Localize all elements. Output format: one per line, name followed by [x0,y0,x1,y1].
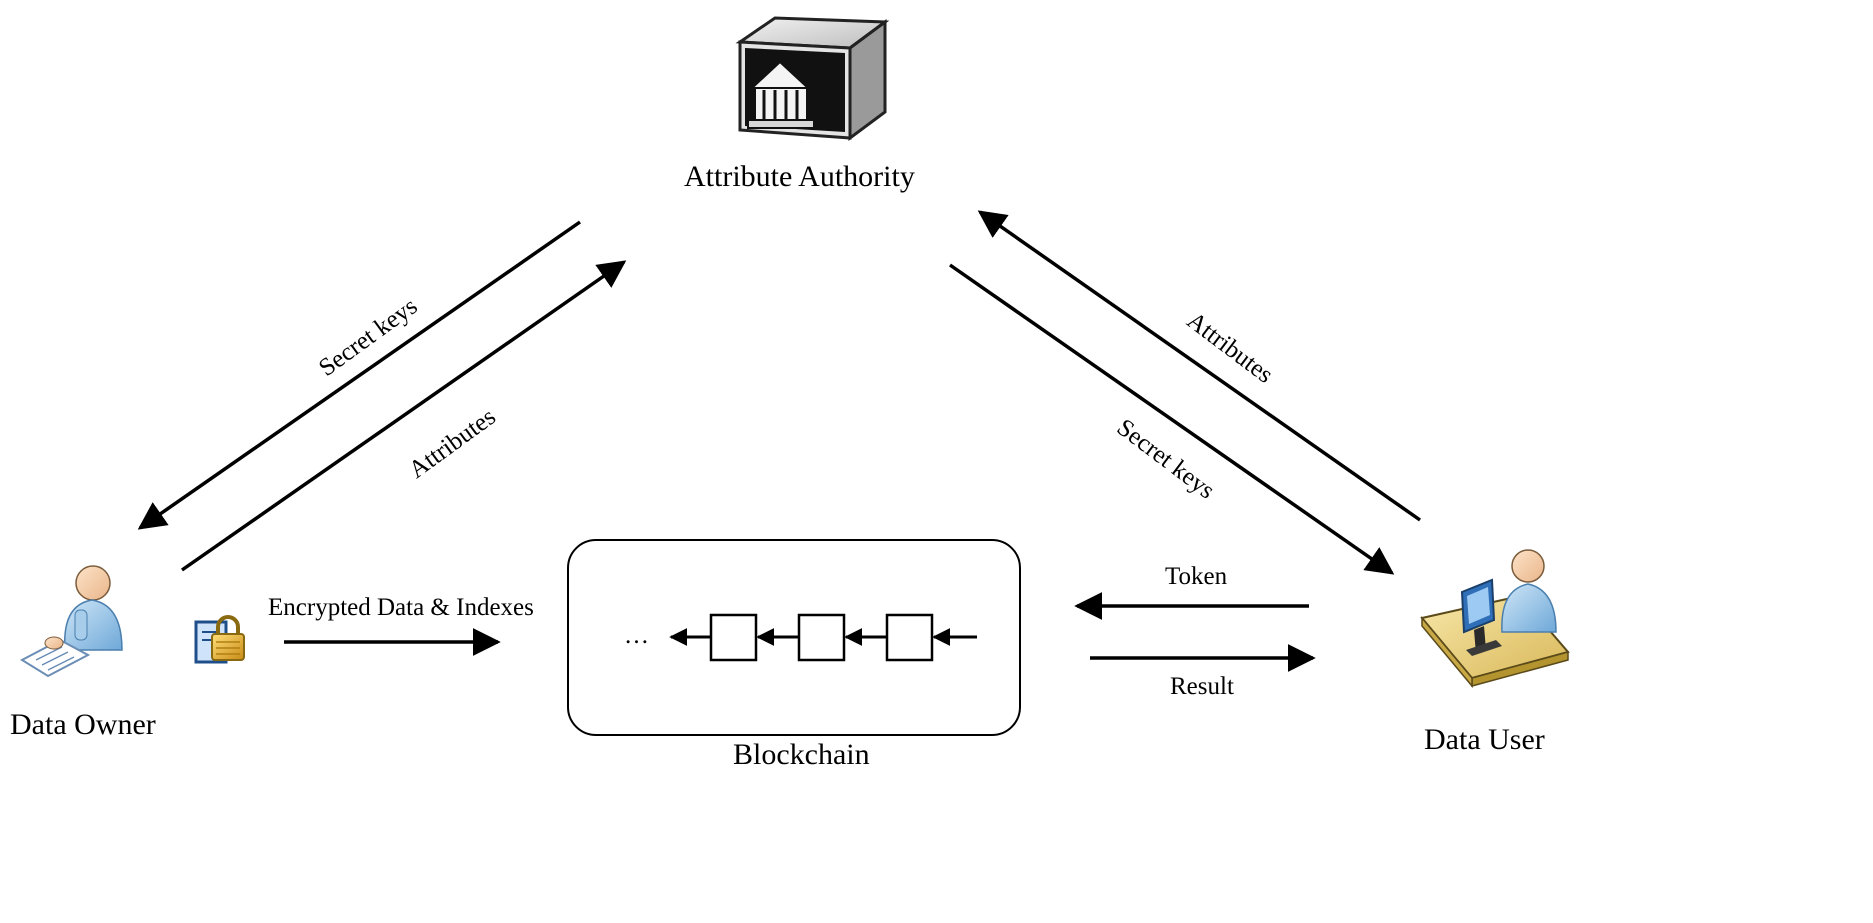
user-secret-keys-arrow [948,263,1395,575]
block-chain [669,613,977,662]
server-building-icon [735,16,890,141]
data-user-label: Data User [1424,723,1545,756]
owner-attributes-arrow [180,260,627,572]
result-label: Result [1170,673,1234,700]
lock-document-icon [194,615,245,664]
block-3 [885,613,934,662]
data-owner-label: Data Owner [10,708,156,741]
block-1 [709,613,758,662]
person-computer-icon [1420,549,1570,689]
owner-secret-keys-arrow [137,220,581,530]
chain-ellipsis: … [624,622,649,649]
blockchain-label: Blockchain [733,738,870,771]
attribute-authority-label: Attribute Authority [684,160,915,193]
encrypted-data-label: Encrypted Data & Indexes [268,594,534,621]
block-2 [797,613,846,662]
person-document-icon [19,565,123,678]
user-attributes-arrow [977,210,1422,522]
token-label: Token [1165,563,1228,590]
